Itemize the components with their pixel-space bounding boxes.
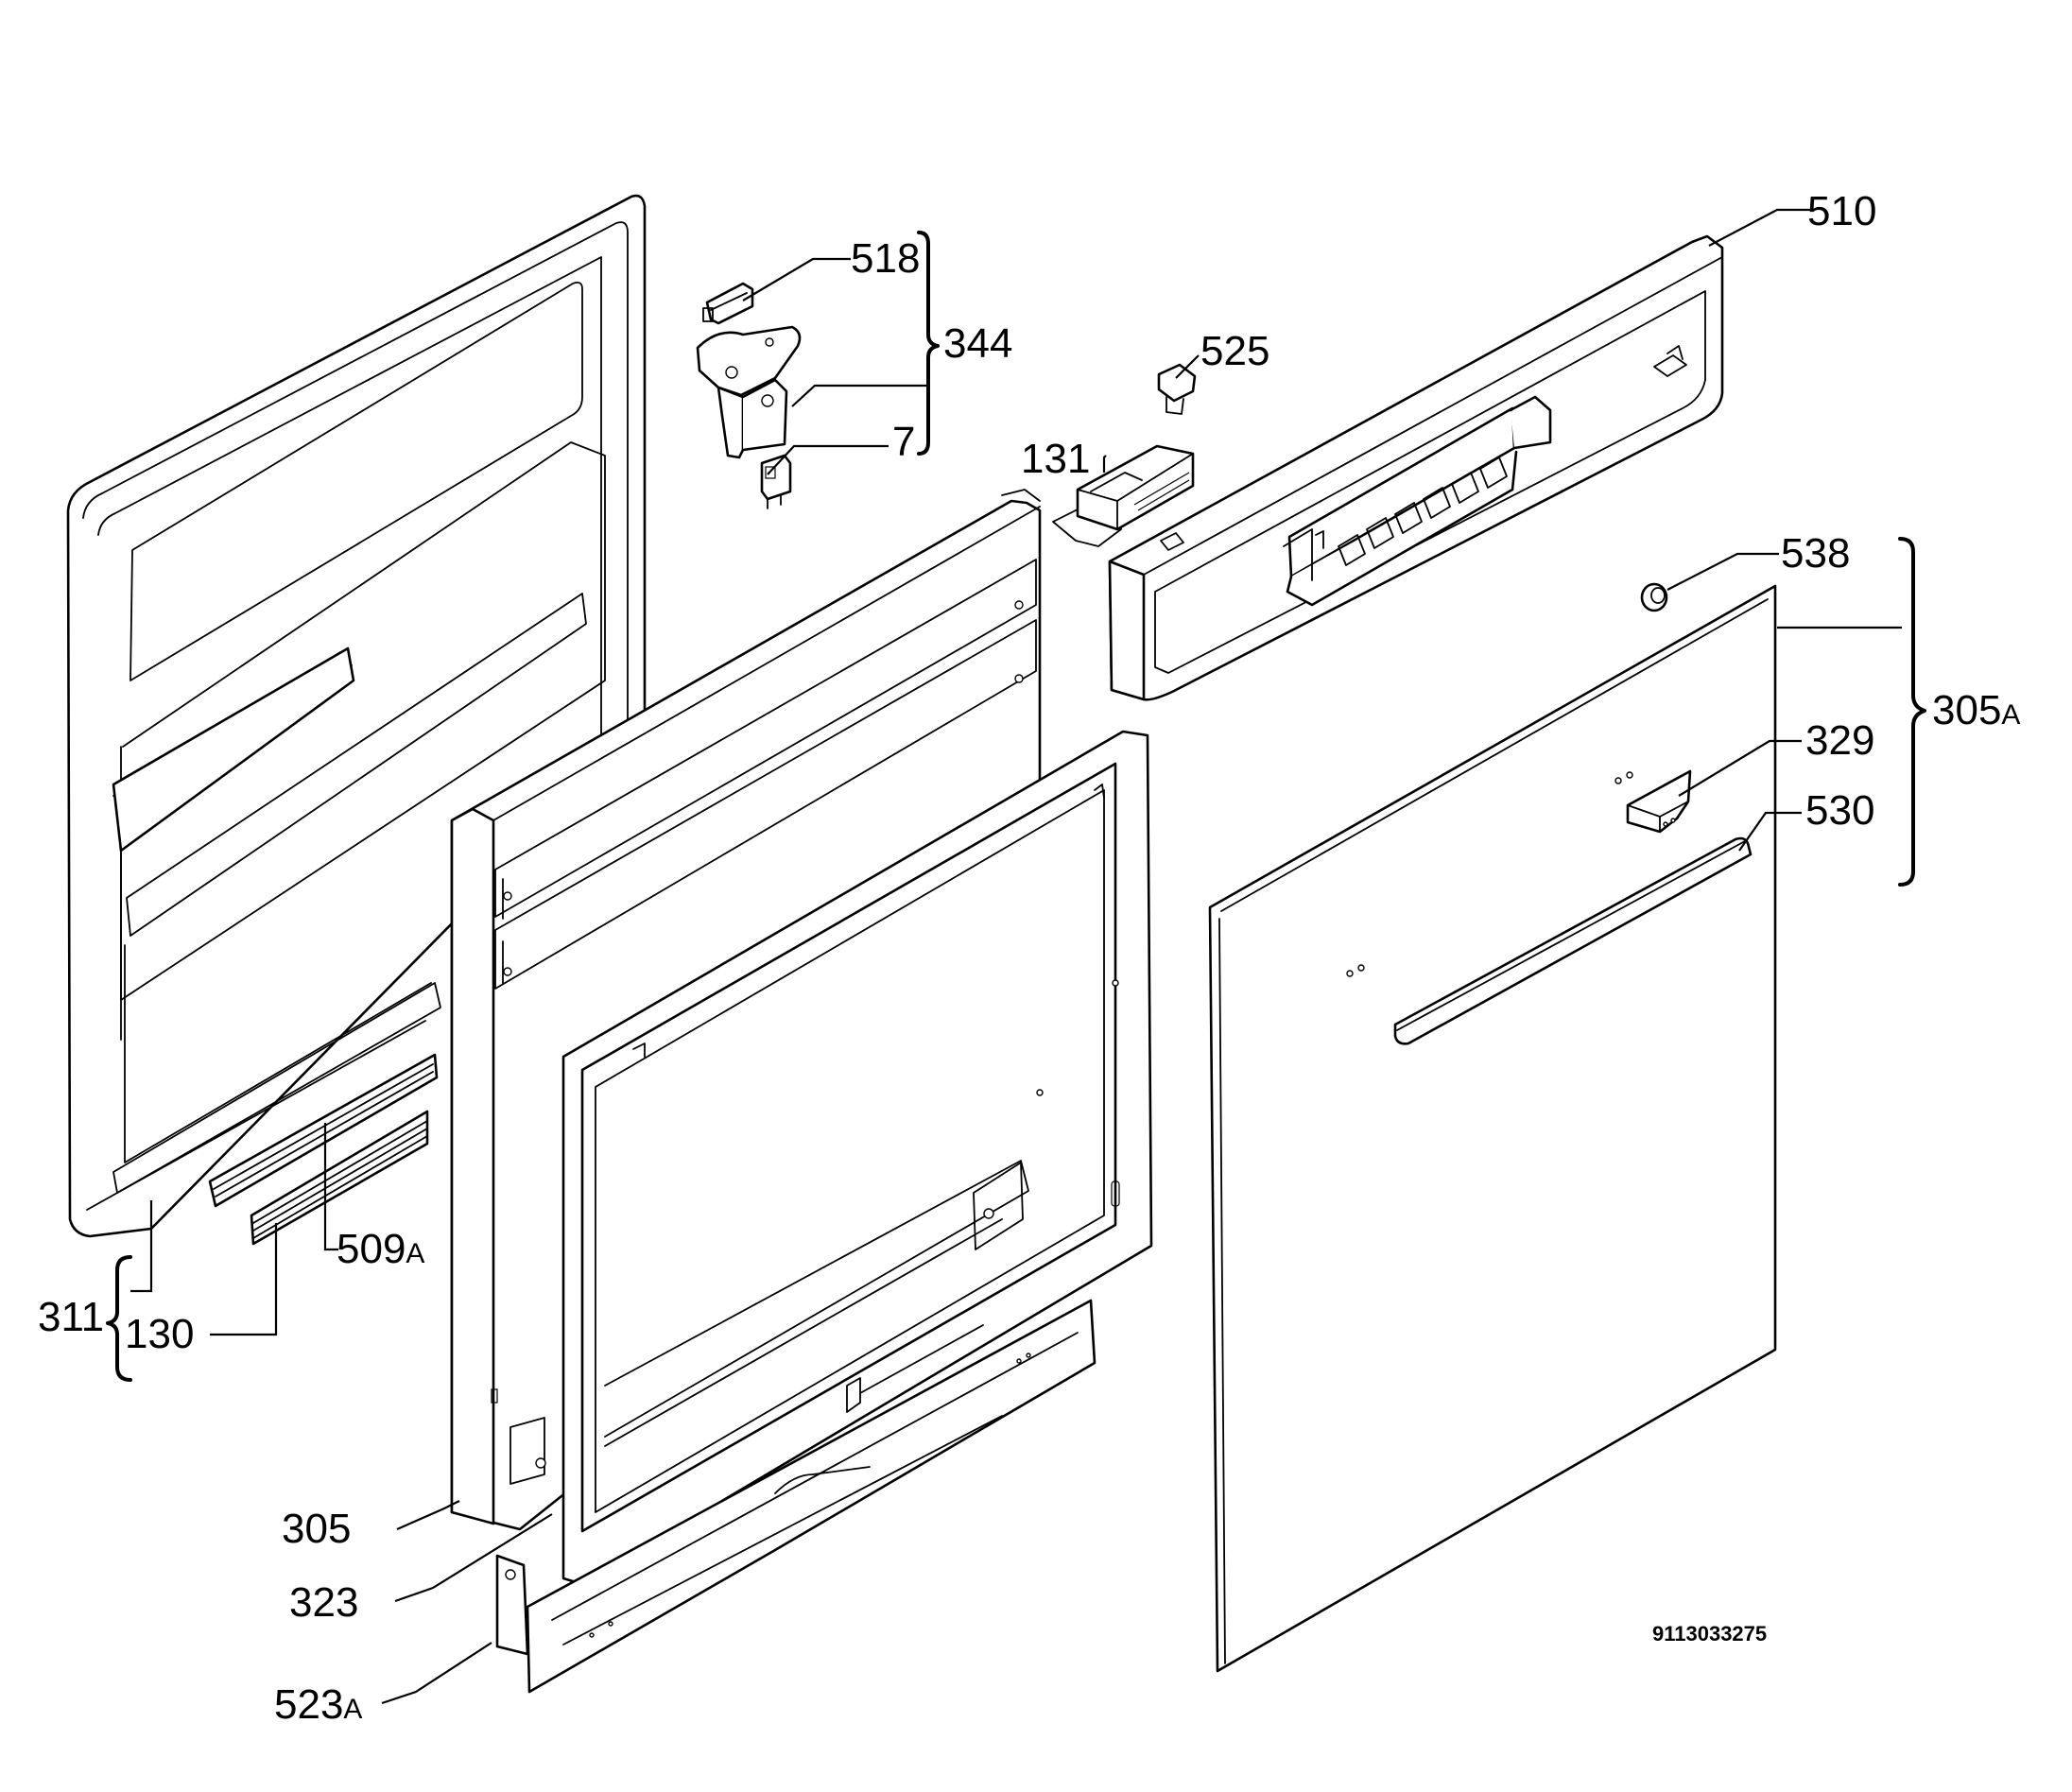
label-131: 131 [1021, 436, 1090, 482]
brace-311 [106, 1255, 132, 1382]
brace-344 [917, 231, 940, 456]
inner-door-panel [66, 194, 647, 1238]
callout-labels: 510 518 344 525 7 131 538 305A 329 530 5… [38, 188, 2020, 1728]
seal-strip [208, 1053, 439, 1246]
door-lock [696, 325, 802, 459]
label-509A-number: 509 [337, 1226, 406, 1272]
label-518: 518 [851, 235, 920, 282]
label-329: 329 [1805, 717, 1874, 764]
label-530: 530 [1805, 787, 1874, 834]
label-7: 7 [892, 419, 915, 465]
knob-538 [1640, 582, 1668, 612]
clip-518 [702, 282, 754, 325]
label-311: 311 [38, 1294, 104, 1340]
label-523A-suffix: A [343, 1694, 362, 1725]
label-130: 130 [125, 1311, 194, 1357]
inner-frame [561, 730, 1153, 1586]
label-509A: 509A [337, 1226, 424, 1272]
leader-lines [130, 208, 1902, 1705]
handle-530 [1393, 836, 1753, 1045]
control-panel [1108, 234, 1724, 701]
bracket-131 [1052, 444, 1195, 547]
label-305A-suffix: A [2001, 699, 2020, 731]
label-344: 344 [943, 320, 1012, 367]
brace-305A [1898, 537, 1926, 887]
label-523A-number: 523 [274, 1681, 343, 1728]
label-509A-suffix: A [406, 1238, 424, 1269]
drawing-code: 9113033275 [1652, 1622, 1767, 1646]
front-door-panel [1208, 584, 1777, 1673]
label-525: 525 [1200, 328, 1269, 374]
label-523A: 523A [274, 1681, 362, 1728]
label-538: 538 [1781, 530, 1850, 577]
label-323: 323 [289, 1579, 358, 1626]
label-510: 510 [1807, 188, 1876, 234]
label-305A: 305A [1932, 687, 2020, 733]
label-305A-number: 305 [1932, 687, 2001, 733]
button-525 [1157, 363, 1197, 415]
label-305: 305 [282, 1506, 351, 1552]
micro-switch [760, 454, 792, 509]
bottom-trim [495, 1299, 1096, 1694]
handle-bracket [1626, 769, 1692, 834]
